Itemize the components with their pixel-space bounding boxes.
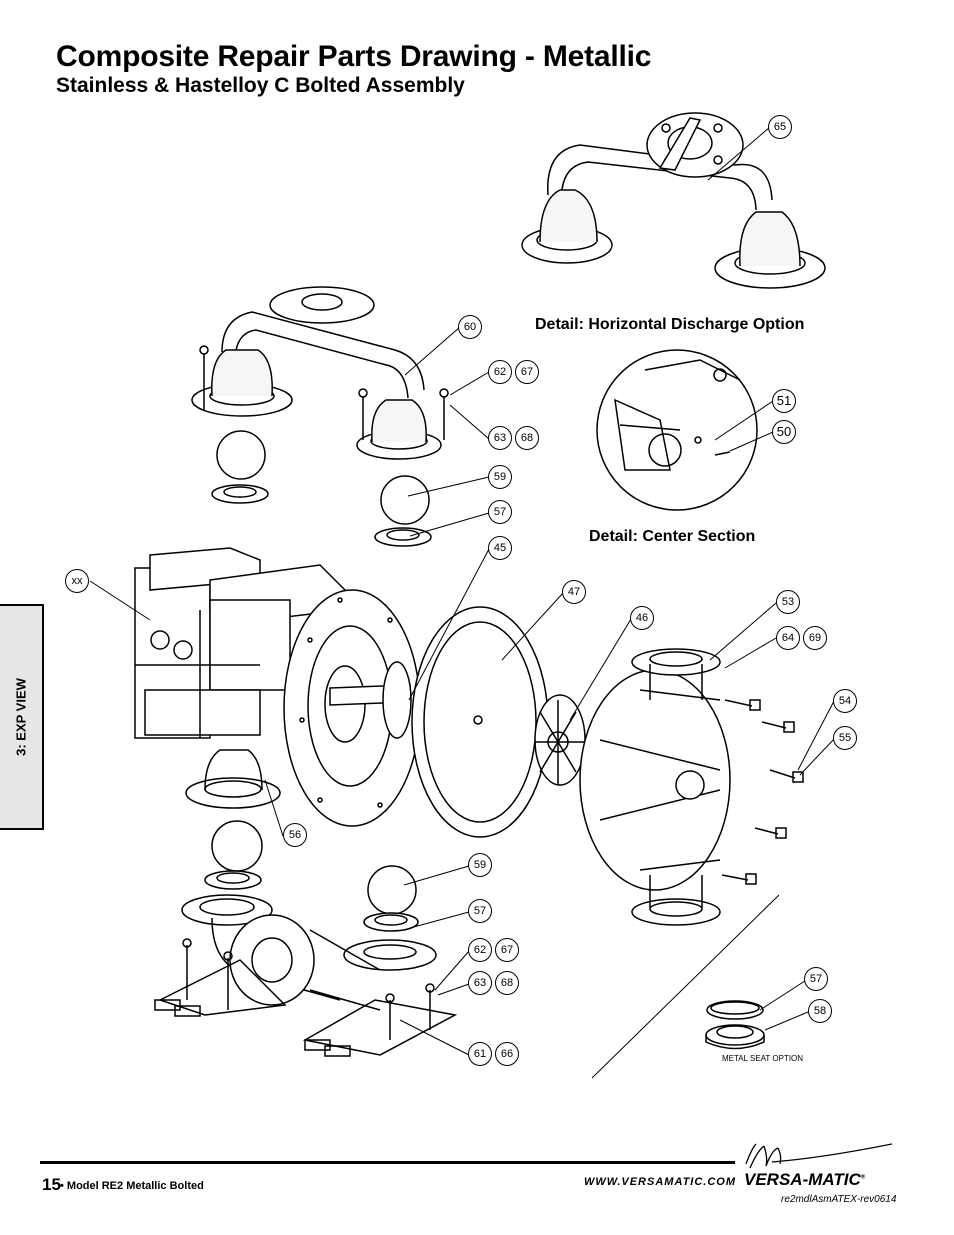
callout-57: 57 [488,500,512,524]
section-tab: 3: EXP VIEW [0,604,44,830]
callout-51: 51 [772,389,796,413]
center-section-detail [596,349,758,511]
callout-50: 50 [772,420,796,444]
callout-47: 47 [562,580,586,604]
callout-53: 53 [776,590,800,614]
callout-61: 61 [468,1042,492,1066]
brand-name: VERSA-MATIC® [744,1170,865,1190]
callout-59-lower: 59 [468,853,492,877]
detail-label-center-section: Detail: Center Section [589,528,756,545]
center-section [134,547,346,809]
callout-45: 45 [488,536,512,560]
brand-wordmark: VERSA-MATIC [744,1170,861,1189]
callout-67: 67 [515,360,539,384]
diaphragm [411,606,549,838]
callout-62: 62 [488,360,512,384]
inner-chamber [283,589,421,827]
horizontal-discharge-manifold [521,112,826,289]
callout-60: 60 [458,315,482,339]
callout-46: 46 [630,606,654,630]
model-name: • Model RE2 Metallic Bolted [60,1180,204,1192]
website-link[interactable]: WWW.VERSAMATIC.COM [584,1176,737,1188]
upper-ball-right [380,475,430,525]
callout-57-lower: 57 [468,899,492,923]
callout-54: 54 [833,689,857,713]
callout-63-lower: 63 [468,971,492,995]
callout-68: 68 [515,426,539,450]
lower-ball-left [211,820,263,872]
lower-inlet-manifold [154,894,458,1057]
document-code: re2mdlAsmATEX-rev0614 [781,1194,897,1205]
callout-69: 69 [803,626,827,650]
callout-xx: xx [65,569,89,593]
metal-seat-option-label: METAL SEAT OPTION [722,1054,804,1063]
lower-ball-right [367,865,417,915]
callout-59: 59 [488,465,512,489]
callout-67-lower: 67 [495,938,519,962]
upper-discharge-manifold [191,286,449,460]
versa-matic-logo-icon [745,1143,893,1169]
registered-mark: ® [860,1174,866,1181]
callout-57-metal: 57 [804,967,828,991]
detail-label-horizontal-discharge: Detail: Horizontal Discharge Option [535,316,805,333]
upper-ball-left [216,430,266,480]
outer-chamber [579,648,731,926]
callout-56: 56 [283,823,307,847]
page-number: 15 [42,1175,61,1194]
footer-rule [40,1161,735,1164]
callout-68-lower: 68 [495,971,519,995]
metal-seat-option [705,1000,765,1050]
callout-63: 63 [488,426,512,450]
callout-55: 55 [833,726,857,750]
callout-58: 58 [808,999,832,1023]
callout-64: 64 [776,626,800,650]
chamber-bolts [721,699,804,885]
callout-62-lower: 62 [468,938,492,962]
page-subtitle: Stainless & Hastelloy C Bolted Assembly [56,74,465,97]
callout-65: 65 [768,115,792,139]
page-title: Composite Repair Parts Drawing - Metalli… [56,40,652,73]
callout-66: 66 [495,1042,519,1066]
